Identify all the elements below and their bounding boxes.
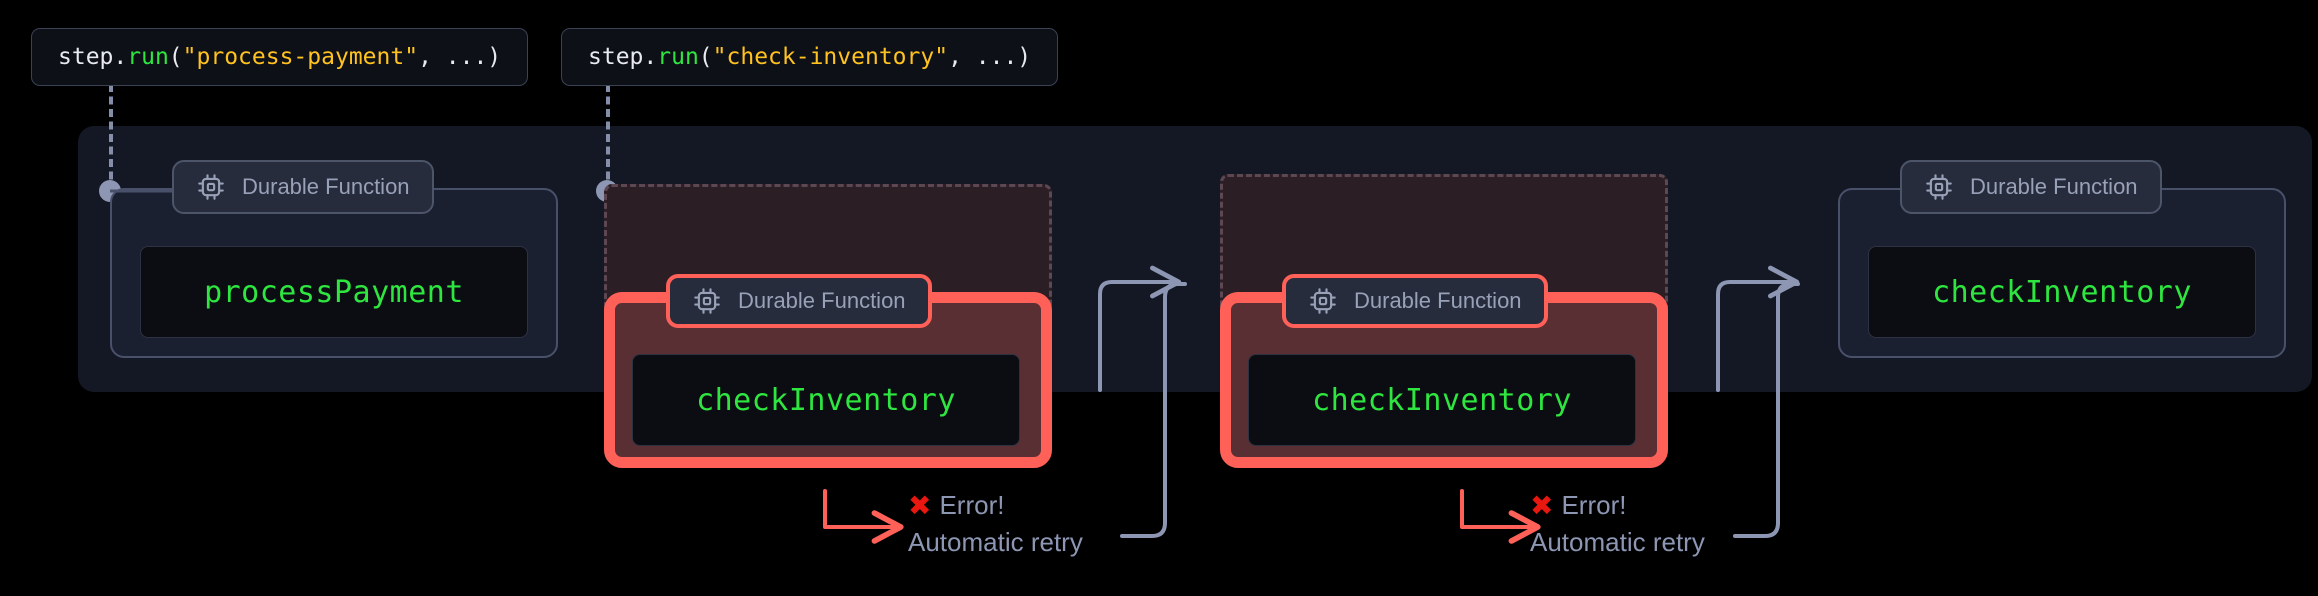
forward-arrow-2 — [1716, 265, 1800, 392]
durable-function-chip-4-label: Durable Function — [1970, 174, 2138, 199]
error-title-row-2: ✖ Error! — [1530, 490, 1705, 521]
durable-function-chip-1[interactable]: Durable Function — [172, 160, 434, 214]
step-function-name-1: processPayment — [204, 274, 464, 310]
callout-1-token-4: , ...) — [418, 44, 502, 70]
callout-2-token-0: step. — [588, 44, 658, 70]
error-title-1: Error! — [939, 490, 1005, 520]
step-code-box-2: checkInventory — [632, 354, 1020, 446]
durable-function-chip-1-label: Durable Function — [242, 174, 410, 199]
callout-lead-line-1 — [109, 84, 113, 192]
retry-arrow-red-2 — [1460, 489, 1541, 544]
callout-2-token-1: run — [657, 44, 699, 70]
error-x-icon: ✖ — [908, 488, 932, 522]
error-subtitle-1: Automatic retry — [908, 527, 1083, 557]
durable-function-chip-3[interactable]: Durable Function — [1282, 274, 1548, 328]
callout-process-payment[interactable]: step.run("process-payment", ...) — [31, 28, 529, 86]
durable-function-chip-2-label: Durable Function — [738, 288, 906, 313]
step-function-name-3: checkInventory — [1312, 382, 1572, 418]
callout-1-token-1: run — [127, 44, 169, 70]
cpu-chip-icon — [198, 174, 224, 200]
error-annotation-1: ✖ Error! Automatic retry — [908, 490, 1083, 558]
cpu-chip-icon — [1310, 288, 1336, 314]
durable-function-chip-3-label: Durable Function — [1354, 288, 1522, 313]
durable-function-chip-4[interactable]: Durable Function — [1900, 160, 2162, 214]
retry-return-line-1 — [1120, 282, 1187, 538]
error-x-icon: ✖ — [1530, 488, 1554, 522]
callout-2-token-2: ( — [698, 44, 713, 70]
callout-1-token-2: ( — [168, 44, 183, 70]
cpu-chip-icon — [1926, 174, 1952, 200]
error-subtitle-2: Automatic retry — [1530, 527, 1705, 557]
callout-check-inventory[interactable]: step.run("check-inventory", ...) — [561, 28, 1059, 86]
step-function-name-4: checkInventory — [1932, 274, 2192, 310]
callout-1-token-3: "process-payment" — [182, 44, 419, 70]
callout-2-token-3: "check-inventory" — [712, 44, 949, 70]
step-function-name-2: checkInventory — [696, 382, 956, 418]
retry-arrow-red-1 — [823, 489, 904, 544]
callout-lead-line-2 — [606, 84, 610, 192]
step-code-box-1: processPayment — [140, 246, 528, 338]
callout-2-token-4: , ...) — [948, 44, 1032, 70]
forward-arrow-1 — [1098, 265, 1182, 392]
callout-1-token-0: step. — [58, 44, 128, 70]
step-code-box-4: checkInventory — [1868, 246, 2256, 338]
error-title-2: Error! — [1561, 490, 1627, 520]
cpu-chip-icon — [694, 288, 720, 314]
durable-function-chip-2[interactable]: Durable Function — [666, 274, 932, 328]
error-annotation-2: ✖ Error! Automatic retry — [1530, 490, 1705, 558]
retry-return-line-2 — [1733, 282, 1800, 538]
error-title-row-1: ✖ Error! — [908, 490, 1083, 521]
step-code-box-3: checkInventory — [1248, 354, 1636, 446]
